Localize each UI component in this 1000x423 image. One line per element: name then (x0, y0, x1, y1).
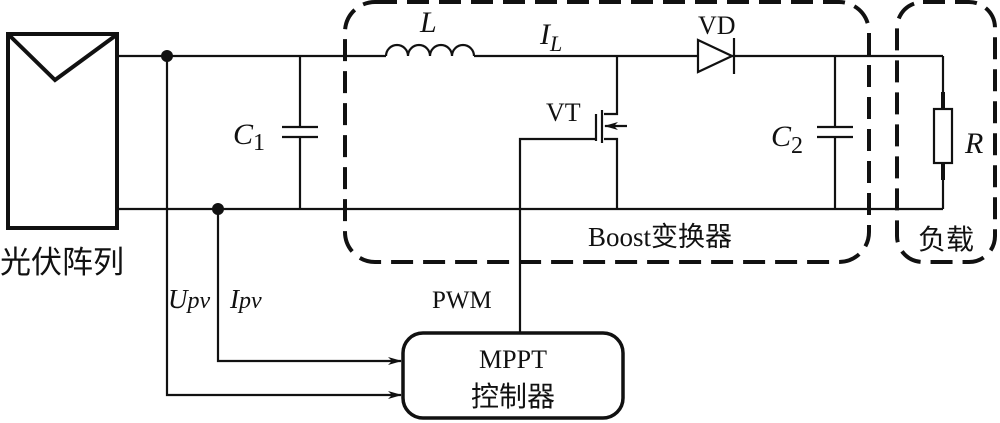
mppt-controller-title: MPPT (479, 345, 547, 374)
current-signal-label: Ipv (229, 284, 262, 314)
pv-panel-box (6, 32, 119, 230)
c2-label: C2 (771, 120, 803, 159)
diode (696, 38, 736, 74)
diode-label: VD (698, 11, 736, 40)
load-group (895, 0, 997, 264)
mppt-controller-box (401, 331, 625, 420)
load-resistor (932, 56, 954, 209)
c1-label: C1 (233, 118, 265, 156)
voltage-signal-label: Upv (168, 284, 211, 314)
pwm-gate-wire (518, 137, 596, 332)
inductor-current-label: IL (539, 18, 562, 56)
pv-panel-icon (8, 34, 117, 83)
mppt-controller-subtitle: 控制器 (471, 380, 555, 413)
switch-label: VT (546, 98, 581, 127)
boost-converter-label: Boost变换器 (588, 222, 732, 252)
pv-array (6, 32, 119, 230)
load-label: 负载 (918, 223, 974, 256)
inductor (384, 43, 476, 60)
mosfet-switch (518, 56, 627, 332)
pwm-label: PWM (432, 287, 492, 314)
capacitor-c2 (817, 56, 853, 209)
inductor-label: L (419, 6, 437, 39)
voltage-sense-wire (165, 56, 402, 399)
capacitor-c1 (282, 56, 318, 209)
resistor-label: R (964, 127, 983, 160)
current-sense-wire (216, 209, 402, 365)
pv-array-label: 光伏阵列 (0, 245, 124, 281)
boost-converter-group (343, 0, 871, 264)
